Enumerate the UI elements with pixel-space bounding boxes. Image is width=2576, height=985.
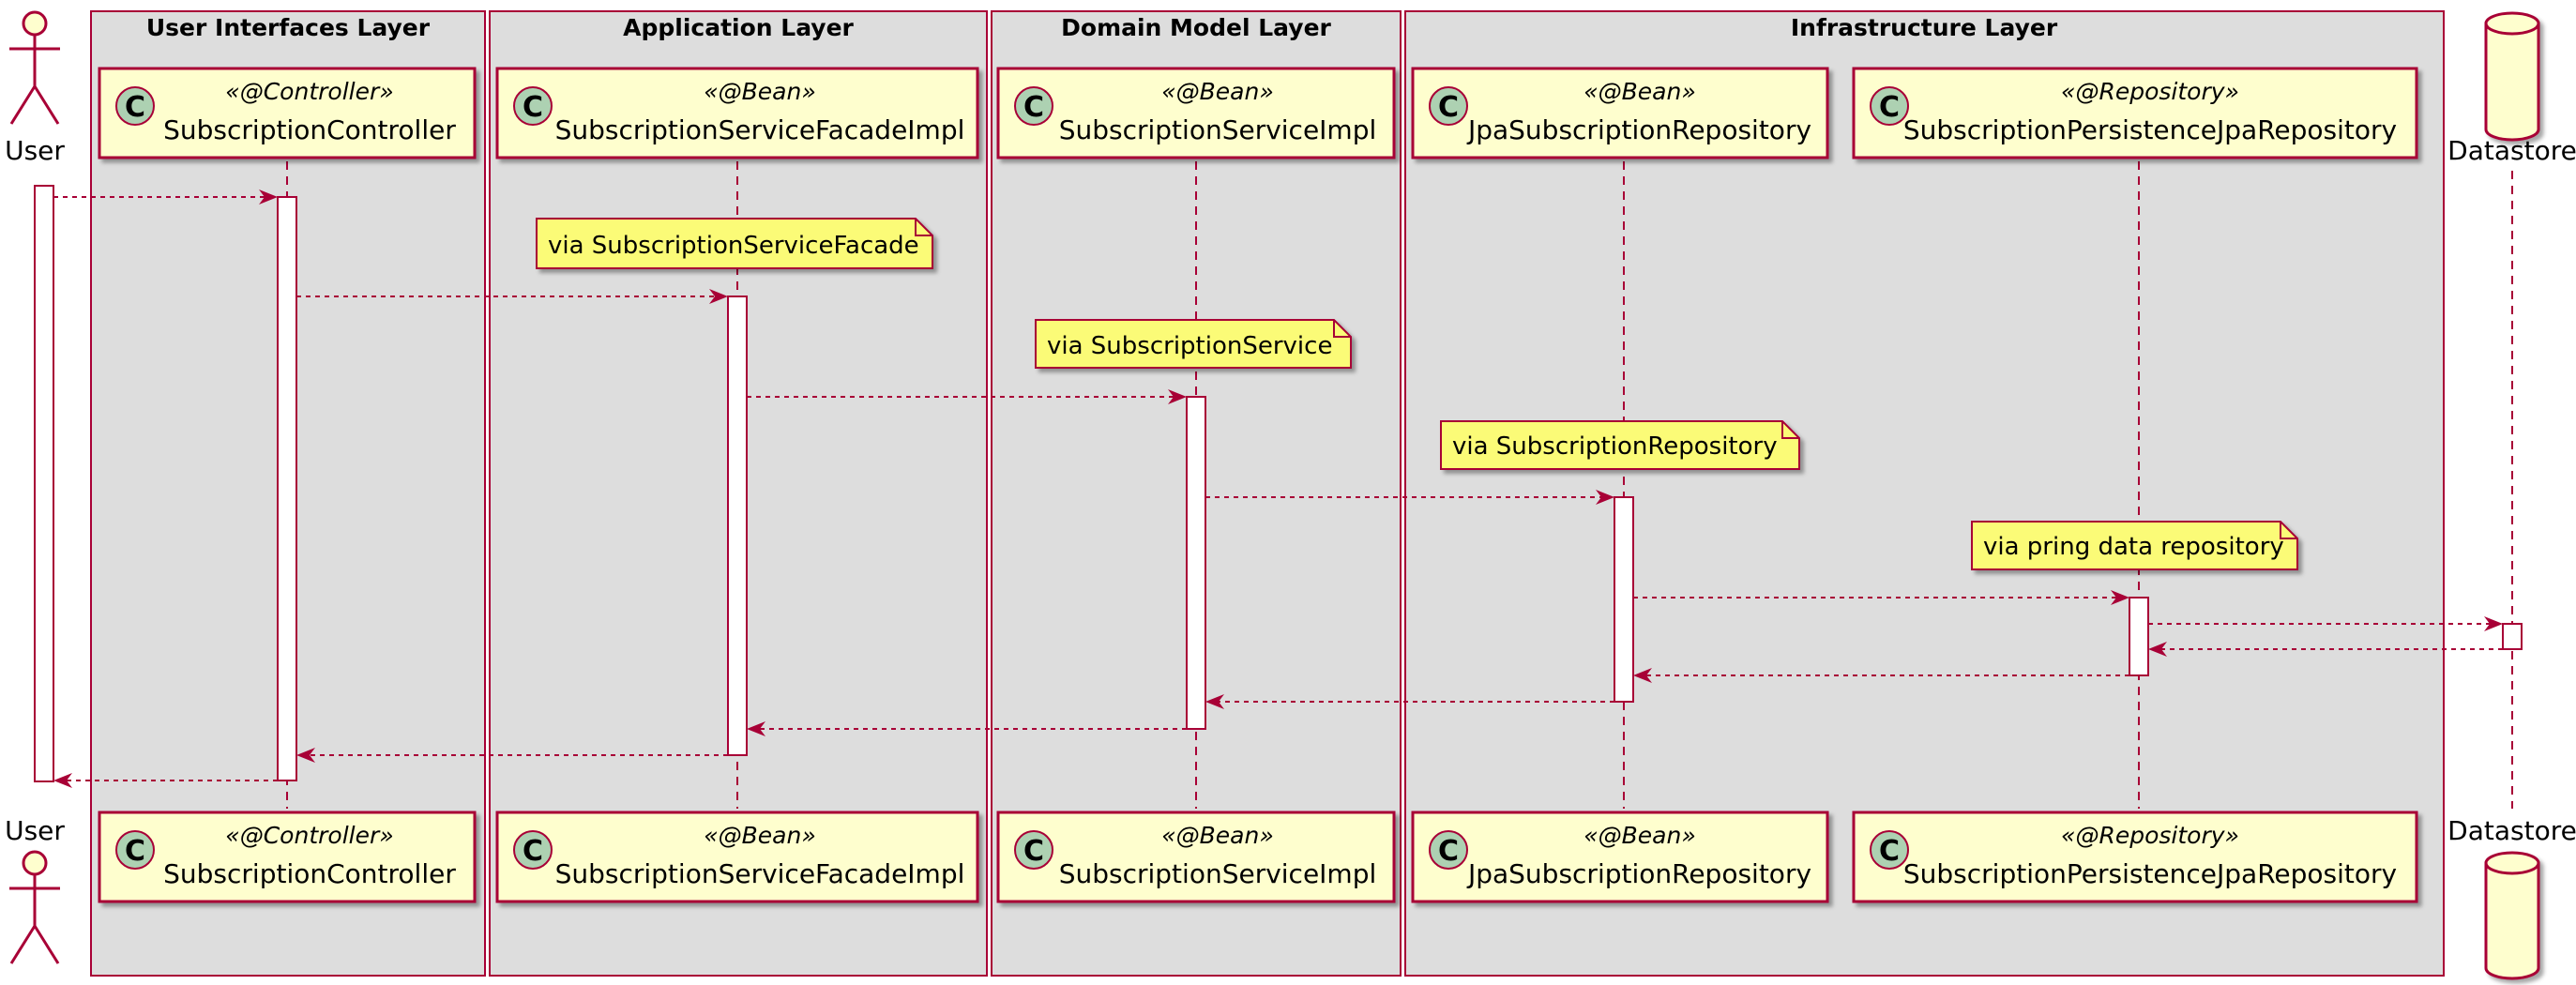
class-glyph: C	[1438, 835, 1459, 868]
activation-service	[1186, 396, 1206, 730]
stick-figure-actor-icon	[9, 10, 60, 125]
note-text: via pring data repository	[1983, 533, 2284, 561]
activation-jparepo	[1614, 496, 1634, 703]
participant-head-controller: C «@Controller» SubscriptionController	[98, 67, 477, 159]
participant-name: SubscriptionPersistenceJpaRepository	[1903, 114, 2397, 145]
activation-persistrepo	[2129, 597, 2149, 676]
participant-head-jparepo: C «@Bean» JpaSubscriptionRepository	[1411, 67, 1829, 159]
database-name: Datastore	[2447, 135, 2576, 166]
class-c-icon	[1014, 830, 1053, 870]
box-title: User Interfaces Layer	[146, 14, 431, 41]
class-glyph: C	[125, 91, 145, 124]
class-c-icon	[1429, 830, 1468, 870]
actor-user-bottom: User	[5, 815, 65, 964]
class-glyph: C	[523, 91, 543, 124]
class-c-icon	[513, 830, 553, 870]
participant-stereotype: «@Bean»	[1161, 822, 1274, 849]
note-text: via SubscriptionServiceFacade	[548, 232, 919, 260]
box-title: Infrastructure Layer	[1791, 14, 2058, 41]
class-glyph: C	[1023, 91, 1044, 124]
class-c-icon	[1429, 86, 1468, 126]
note-persistrepo: via pring data repository	[1971, 521, 2298, 570]
participant-name: JpaSubscriptionRepository	[1466, 858, 1811, 889]
participant-stereotype: «@Controller»	[225, 822, 393, 849]
participant-name: SubscriptionServiceFacadeImpl	[555, 114, 965, 145]
class-glyph: C	[125, 835, 145, 868]
participant-name: SubscriptionServiceImpl	[1059, 114, 1377, 145]
participant-stereotype: «@Bean»	[1583, 822, 1696, 849]
activation-facade	[727, 296, 748, 756]
box-title: Domain Model Layer	[1061, 14, 1331, 41]
stick-figure-actor-icon	[9, 850, 60, 964]
box-title: Application Layer	[623, 14, 854, 41]
participant-foot-jparepo: C «@Bean» JpaSubscriptionRepository	[1411, 811, 1829, 903]
activations	[34, 185, 2523, 782]
participant-name: SubscriptionController	[163, 114, 456, 145]
note-jparepo: via SubscriptionRepository	[1440, 420, 1800, 470]
note-service: via SubscriptionService	[1035, 319, 1352, 369]
participant-stereotype: «@Bean»	[1583, 78, 1696, 105]
participant-stereotype: «@Bean»	[704, 822, 816, 849]
activation-controller	[277, 196, 297, 781]
class-c-icon	[1014, 86, 1053, 126]
participant-foot-service: C «@Bean» SubscriptionServiceImpl	[996, 811, 1396, 903]
class-glyph: C	[523, 835, 543, 868]
participant-head-service: C «@Bean» SubscriptionServiceImpl	[996, 67, 1396, 159]
participant-foot-persistrepo: C «@Repository» SubscriptionPersistenceJ…	[1852, 811, 2418, 903]
database-datastore-top: Datastore	[2447, 11, 2576, 166]
class-c-icon	[1870, 830, 1909, 870]
activation-user	[34, 185, 54, 782]
note-text: via SubscriptionRepository	[1452, 432, 1778, 461]
class-glyph: C	[1023, 835, 1044, 868]
participant-stereotype: «@Controller»	[225, 78, 393, 105]
note-text: via SubscriptionService	[1047, 332, 1332, 360]
participant-head-persistrepo: C «@Repository» SubscriptionPersistenceJ…	[1852, 67, 2418, 159]
participant-name: SubscriptionController	[163, 858, 456, 889]
class-glyph: C	[1879, 91, 1900, 124]
participant-name: JpaSubscriptionRepository	[1466, 114, 1811, 145]
database-cylinder-icon	[2484, 851, 2540, 980]
activation-datastore	[2502, 623, 2523, 650]
messages	[53, 189, 2503, 788]
participant-stereotype: «@Bean»	[1161, 78, 1274, 105]
participant-name: SubscriptionPersistenceJpaRepository	[1903, 858, 2397, 889]
actor-name: User	[5, 815, 65, 846]
participant-stereotype: «@Bean»	[704, 78, 816, 105]
participant-name: SubscriptionServiceFacadeImpl	[555, 858, 965, 889]
participant-name: SubscriptionServiceImpl	[1059, 858, 1377, 889]
class-c-icon	[115, 86, 155, 126]
actor-user-top: User	[5, 10, 65, 166]
note-facade: via SubscriptionServiceFacade	[536, 218, 933, 269]
database-datastore-bottom: Datastore	[2447, 815, 2576, 980]
database-name: Datastore	[2447, 815, 2576, 846]
participant-head-facade: C «@Bean» SubscriptionServiceFacadeImpl	[495, 67, 979, 159]
class-c-icon	[115, 830, 155, 870]
class-glyph: C	[1879, 835, 1900, 868]
participant-foot-facade: C «@Bean» SubscriptionServiceFacadeImpl	[495, 811, 979, 903]
database-cylinder-icon	[2484, 11, 2540, 142]
class-c-icon	[513, 86, 553, 126]
actor-name: User	[5, 135, 65, 166]
participant-stereotype: «@Repository»	[2061, 822, 2239, 849]
class-c-icon	[1870, 86, 1909, 126]
class-glyph: C	[1438, 91, 1459, 124]
participant-foot-controller: C «@Controller» SubscriptionController	[98, 811, 477, 903]
participant-stereotype: «@Repository»	[2061, 78, 2239, 105]
